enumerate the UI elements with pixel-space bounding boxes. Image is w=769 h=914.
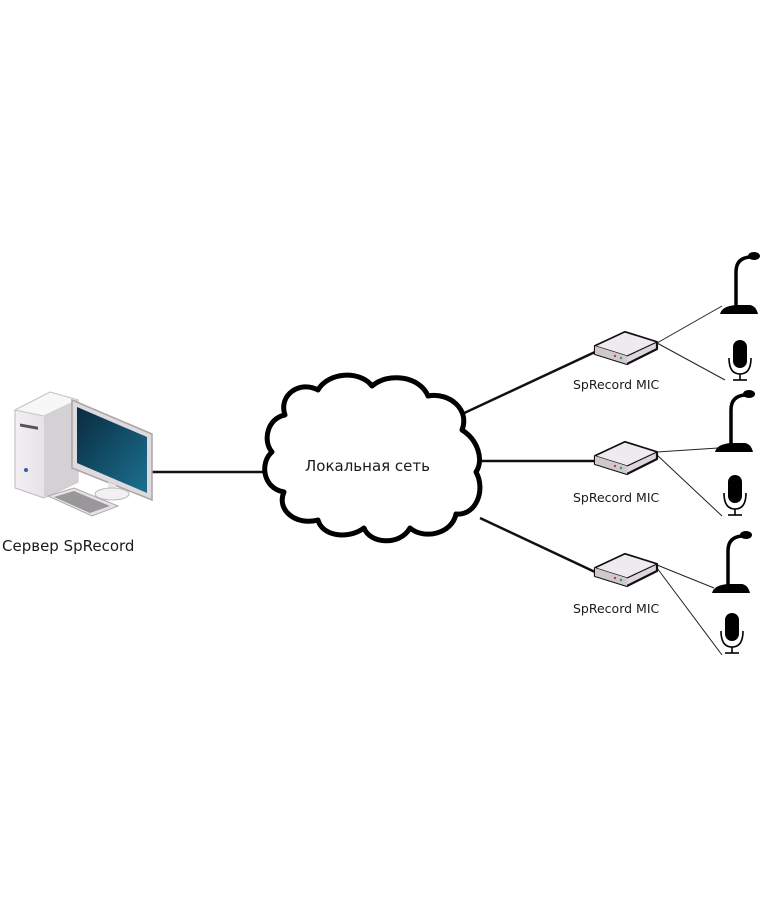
server-label: Сервер SpRecord bbox=[2, 537, 135, 555]
device-1-gooseneck-mic bbox=[718, 250, 762, 316]
gooseneck-microphone-icon bbox=[718, 250, 762, 316]
local-network-cloud[interactable] bbox=[262, 372, 483, 544]
gooseneck-microphone-icon bbox=[710, 529, 754, 595]
handheld-microphone-icon bbox=[723, 474, 747, 516]
device-2-gooseneck-mic bbox=[713, 388, 757, 454]
device-3-handheld-mic bbox=[720, 612, 744, 654]
recorder-device-2[interactable] bbox=[593, 440, 659, 476]
gooseneck-microphone-icon bbox=[713, 388, 757, 454]
device-3-label: SpRecord MIC bbox=[573, 601, 660, 616]
handheld-microphone-icon bbox=[720, 612, 744, 654]
cloud-icon bbox=[262, 372, 483, 544]
desktop-computer-icon bbox=[13, 391, 153, 517]
recorder-box-icon bbox=[593, 440, 659, 476]
mic-cables bbox=[656, 305, 726, 656]
device-3-gooseneck-mic bbox=[710, 529, 754, 595]
handheld-microphone-icon bbox=[728, 339, 752, 381]
recorder-box-icon bbox=[593, 330, 659, 366]
device-1-label: SpRecord MIC bbox=[573, 377, 660, 392]
device-2-handheld-mic bbox=[723, 474, 747, 516]
recorder-device-1[interactable] bbox=[593, 330, 659, 366]
network-device-1-link bbox=[459, 350, 596, 417]
device-1-handheld-mic bbox=[728, 339, 752, 381]
network-label: Локальная сеть bbox=[305, 457, 430, 475]
device-2-label: SpRecord MIC bbox=[573, 490, 660, 505]
network-device-3-link bbox=[479, 516, 596, 574]
recorder-device-3[interactable] bbox=[593, 552, 659, 588]
recorder-box-icon bbox=[593, 552, 659, 588]
server-computer[interactable] bbox=[13, 391, 153, 517]
